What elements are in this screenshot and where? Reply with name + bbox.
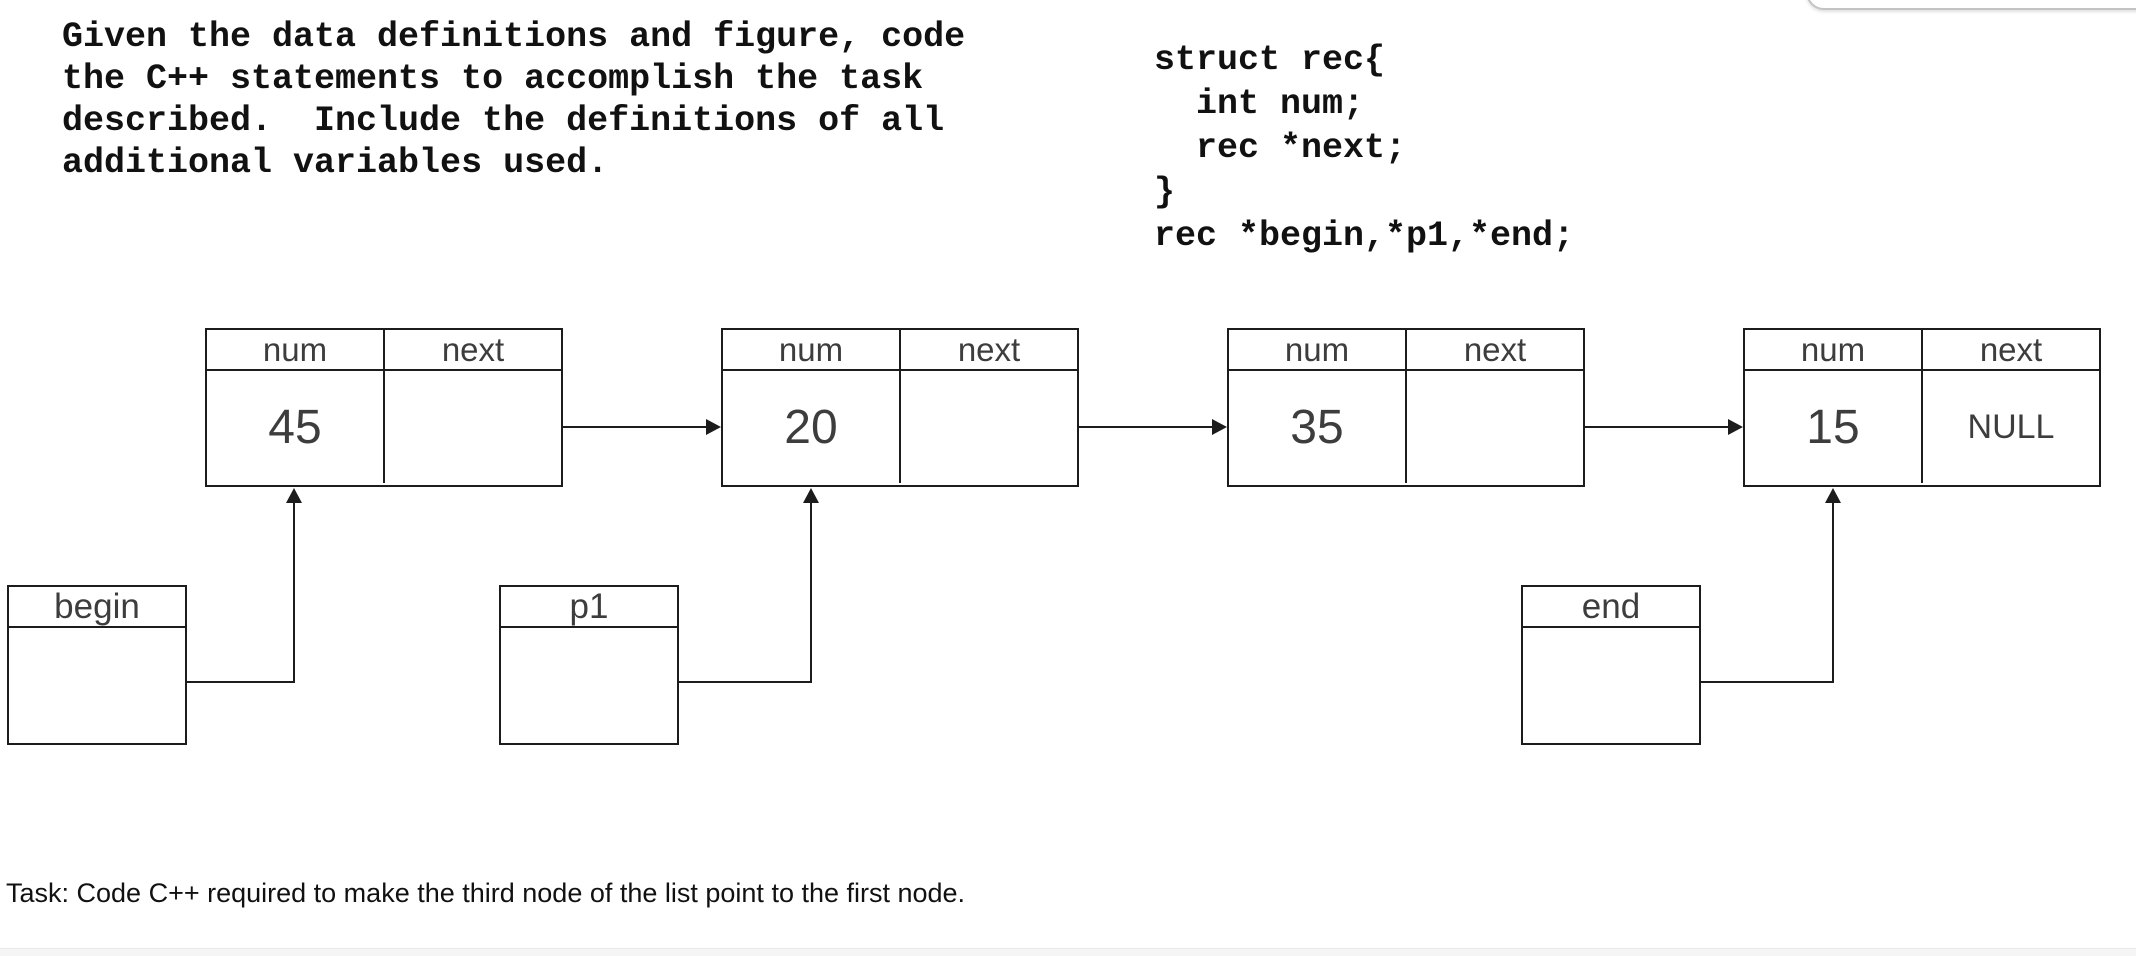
num-header-cell: num [1229, 330, 1407, 369]
next-header-cell: next [957, 330, 1021, 368]
list-node-2: num next 20 [721, 328, 1079, 487]
next-value [1407, 371, 1583, 483]
list-node-3: num next 35 [1227, 328, 1585, 487]
instruction-text: Given the data definitions and figure, c… [62, 16, 965, 184]
node-body-row: 35 [1229, 371, 1583, 483]
arrow-head-icon [1212, 419, 1227, 435]
arrow-head-icon [706, 419, 721, 435]
task-statement: Task: Code C++ required to make the thir… [6, 878, 966, 908]
connector-line [810, 502, 812, 683]
pointer-box-end: end [1521, 585, 1701, 745]
list-node-1: num next 45 [205, 328, 563, 487]
num-value: 15 [1745, 371, 1923, 483]
node-body-row: 20 [723, 371, 1077, 483]
connector-line [1700, 681, 1834, 683]
next-header-cell: next [441, 330, 505, 368]
code-line: } [1154, 172, 1176, 212]
arrow-head-icon [1825, 488, 1841, 503]
pointer-label: end [1523, 587, 1699, 628]
pointer-box-begin: begin [7, 585, 187, 745]
code-line: struct rec{ [1154, 40, 1386, 80]
next-value [385, 371, 561, 483]
list-node-4: num next 15 NULL [1743, 328, 2101, 487]
instruction-line: Given the data definitions and figure, c… [62, 17, 966, 57]
pointer-label: begin [9, 587, 185, 628]
arrow-head-icon [286, 488, 302, 503]
next-header-cell: next [1979, 330, 2043, 368]
connector-line [293, 502, 295, 683]
node-header-row: num next [1229, 330, 1583, 371]
num-header-cell: num [1745, 330, 1923, 369]
arrow-line [1079, 426, 1213, 428]
num-value: 35 [1229, 371, 1407, 483]
connector-line [678, 681, 812, 683]
code-line: int num; [1154, 84, 1365, 124]
node-header-row: num next [1745, 330, 2099, 371]
next-value: NULL [1967, 407, 2055, 446]
instruction-line: additional variables used. [62, 143, 609, 183]
num-header-cell: num [207, 330, 385, 369]
connector-line [1832, 502, 1834, 683]
partial-toolbar-pill [1806, 0, 2136, 10]
pointer-box-p1: p1 [499, 585, 679, 745]
num-value: 45 [207, 371, 385, 483]
bottom-bar [0, 948, 2136, 956]
code-line: rec *next; [1154, 128, 1407, 168]
node-body-row: 45 [207, 371, 561, 483]
num-header-cell: num [723, 330, 901, 369]
next-header-cell: next [1463, 330, 1527, 368]
arrow-head-icon [803, 488, 819, 503]
node-header-row: num next [723, 330, 1077, 371]
arrow-line [1585, 426, 1729, 428]
connector-line [186, 681, 295, 683]
instruction-line: the C++ statements to accomplish the tas… [62, 59, 924, 99]
arrow-head-icon [1728, 419, 1743, 435]
pointer-label: p1 [501, 587, 677, 628]
code-line: rec *begin,*p1,*end; [1154, 216, 1575, 256]
node-header-row: num next [207, 330, 561, 371]
num-value: 20 [723, 371, 901, 483]
next-value [901, 371, 1077, 483]
struct-definition-code: struct rec{ int num; rec *next; } rec *b… [1154, 38, 1574, 258]
node-body-row: 15 NULL [1745, 371, 2099, 483]
instruction-line: described. Include the definitions of al… [62, 101, 945, 141]
arrow-line [563, 426, 707, 428]
